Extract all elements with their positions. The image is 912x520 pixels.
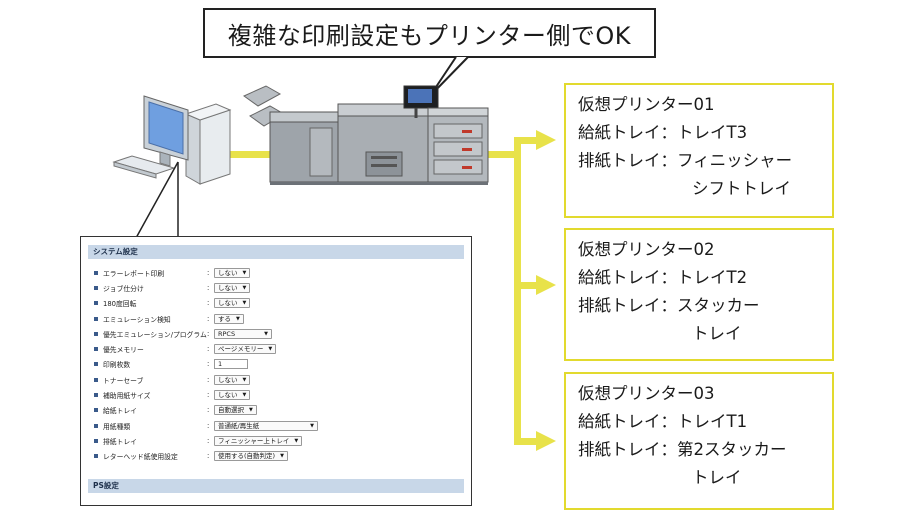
dropdown-arrow-icon: ▼ (236, 315, 240, 322)
setting-row: 180度回転:しない▼ (88, 296, 464, 311)
setting-row: 優先エミュレーション/プログラム:RPCS▼ (88, 326, 464, 341)
bullet-icon (94, 377, 98, 382)
setting-select[interactable]: 自動選択▼ (214, 405, 257, 416)
dropdown-arrow-icon: ▼ (268, 346, 273, 353)
dropdown-arrow-icon: ▼ (242, 300, 247, 307)
output-tray-setting: 排紙トレイ：スタッカー (578, 296, 760, 315)
bullet-icon (94, 301, 98, 306)
dropdown-arrow-icon: ▼ (264, 330, 268, 337)
setting-label: 優先メモリー (103, 346, 144, 355)
virtual-printer-name: 仮想プリンター02 (578, 240, 715, 259)
setting-row: 給紙トレイ:自動選択▼ (88, 403, 464, 418)
setting-row: 排紙トレイ:フィニッシャー上トレイ▼ (88, 433, 464, 448)
setting-select[interactable]: フィニッシャー上トレイ▼ (214, 435, 303, 446)
dropdown-arrow-icon: ▼ (242, 376, 247, 383)
setting-row: エラーレポート印刷:しない▼ (88, 265, 464, 280)
setting-row: 用紙種類:普通紙/再生紙▼ (88, 418, 464, 433)
setting-select[interactable]: ページメモリー▼ (214, 344, 277, 355)
setting-row: レターヘッド紙使用設定:使用する(自動判定)▼ (88, 449, 464, 464)
dropdown-arrow-icon: ▼ (242, 269, 247, 276)
setting-row: トナーセーブ:しない▼ (88, 372, 464, 387)
dropdown-arrow-icon: ▼ (249, 407, 253, 414)
output-tray-setting-cont: シフトトレイ (692, 179, 791, 198)
setting-select[interactable]: しない▼ (214, 374, 251, 385)
setting-label: 用紙種類 (103, 422, 131, 431)
virtual-printer-name: 仮想プリンター01 (578, 95, 715, 114)
connector-pc-to-printer (200, 151, 282, 158)
bullet-icon (94, 393, 98, 398)
bullet-icon (94, 331, 98, 336)
setting-select[interactable]: 普通紙/再生紙▼ (214, 420, 318, 431)
arrowhead-top (536, 130, 556, 150)
setting-select[interactable]: しない▼ (214, 390, 251, 401)
feed-tray-setting: 給紙トレイ：トレイT1 (578, 412, 748, 431)
setting-label: エラーレポート印刷 (103, 269, 165, 278)
system-settings-panel: システム設定 エラーレポート印刷:しない▼ ジョブ仕分け:しない▼ 180度回転… (80, 236, 472, 506)
output-tray-setting-cont: トレイ (692, 468, 742, 487)
bullet-icon (94, 438, 98, 443)
connector-branch-top (514, 137, 540, 144)
setting-label: トナーセーブ (103, 376, 144, 385)
connector-printer-to-branch (488, 151, 520, 158)
headline-text: 複雑な印刷設定もプリンター側でOK (227, 21, 632, 50)
bullet-icon (94, 423, 98, 428)
setting-select[interactable]: しない▼ (214, 282, 251, 293)
arrowheads (536, 130, 556, 451)
setting-label: エミュレーション検知 (103, 315, 171, 324)
setting-row: 優先メモリー:ページメモリー▼ (88, 341, 464, 356)
bullet-icon (94, 316, 98, 321)
setting-select[interactable]: RPCS▼ (214, 328, 272, 339)
bullet-icon (94, 285, 98, 290)
setting-select[interactable]: 使用する(自動判定)▼ (214, 451, 288, 462)
bullet-icon (94, 408, 98, 413)
copies-input[interactable]: 1 (214, 359, 248, 370)
section-header-ps-settings: PS設定 (88, 479, 464, 493)
bullet-icon (94, 347, 98, 352)
setting-label: 印刷枚数 (103, 361, 131, 370)
virtual-printer-name: 仮想プリンター03 (578, 384, 715, 403)
dropdown-arrow-icon: ▼ (242, 284, 247, 291)
setting-label: ジョブ仕分け (103, 284, 144, 293)
production-printer-icon (243, 85, 489, 185)
setting-label: 180度回転 (103, 300, 137, 309)
output-tray-setting: 排紙トレイ：フィニッシャー (578, 151, 793, 170)
virtual-printer-01-box: 仮想プリンター01 給紙トレイ：トレイT3 排紙トレイ：フィニッシャー シフトト… (564, 83, 834, 218)
feed-tray-setting: 給紙トレイ：トレイT2 (578, 268, 748, 287)
pc-to-panel-callout (135, 161, 179, 239)
setting-row: ジョブ仕分け:しない▼ (88, 280, 464, 295)
dropdown-arrow-icon: ▼ (310, 422, 314, 429)
setting-row: エミュレーション検知:する▼ (88, 311, 464, 326)
output-tray-setting-cont: トレイ (692, 324, 742, 343)
bullet-icon (94, 454, 98, 459)
dropdown-arrow-icon: ▼ (242, 392, 247, 399)
output-tray-setting: 排紙トレイ：第2スタッカー (578, 440, 787, 459)
setting-select[interactable]: する▼ (214, 313, 244, 324)
setting-label: 優先エミュレーション/プログラム (103, 330, 207, 339)
settings-rows: エラーレポート印刷:しない▼ ジョブ仕分け:しない▼ 180度回転:しない▼ エ… (88, 265, 464, 464)
setting-select[interactable]: しない▼ (214, 298, 251, 309)
dropdown-arrow-icon: ▼ (280, 453, 284, 460)
setting-label: レターヘッド紙使用設定 (103, 453, 178, 462)
connector-branch-vertical (514, 137, 521, 445)
setting-row: 補助用紙サイズ:しない▼ (88, 387, 464, 402)
section-header-system-settings: システム設定 (88, 245, 464, 259)
setting-label: 補助用紙サイズ (103, 392, 151, 401)
virtual-printer-02-box: 仮想プリンター02 給紙トレイ：トレイT2 排紙トレイ：スタッカー トレイ (564, 228, 834, 361)
virtual-printer-03-box: 仮想プリンター03 給紙トレイ：トレイT1 排紙トレイ：第2スタッカー トレイ (564, 372, 834, 510)
headline-callout: 複雑な印刷設定もプリンター側でOK (203, 8, 656, 58)
bullet-icon (94, 270, 98, 275)
feed-tray-setting: 給紙トレイ：トレイT3 (578, 123, 748, 142)
dropdown-arrow-icon: ▼ (294, 437, 299, 444)
connector-branch-bottom (514, 438, 540, 445)
setting-label: 排紙トレイ (103, 437, 137, 446)
setting-label: 給紙トレイ (103, 407, 137, 416)
setting-row: 印刷枚数:1 (88, 357, 464, 372)
connector-branch-middle (514, 282, 540, 289)
bullet-icon (94, 362, 98, 367)
setting-select[interactable]: しない▼ (214, 267, 251, 278)
arrowhead-middle (536, 275, 556, 295)
desktop-pc-icon (112, 95, 232, 185)
arrowhead-bottom (536, 431, 556, 451)
